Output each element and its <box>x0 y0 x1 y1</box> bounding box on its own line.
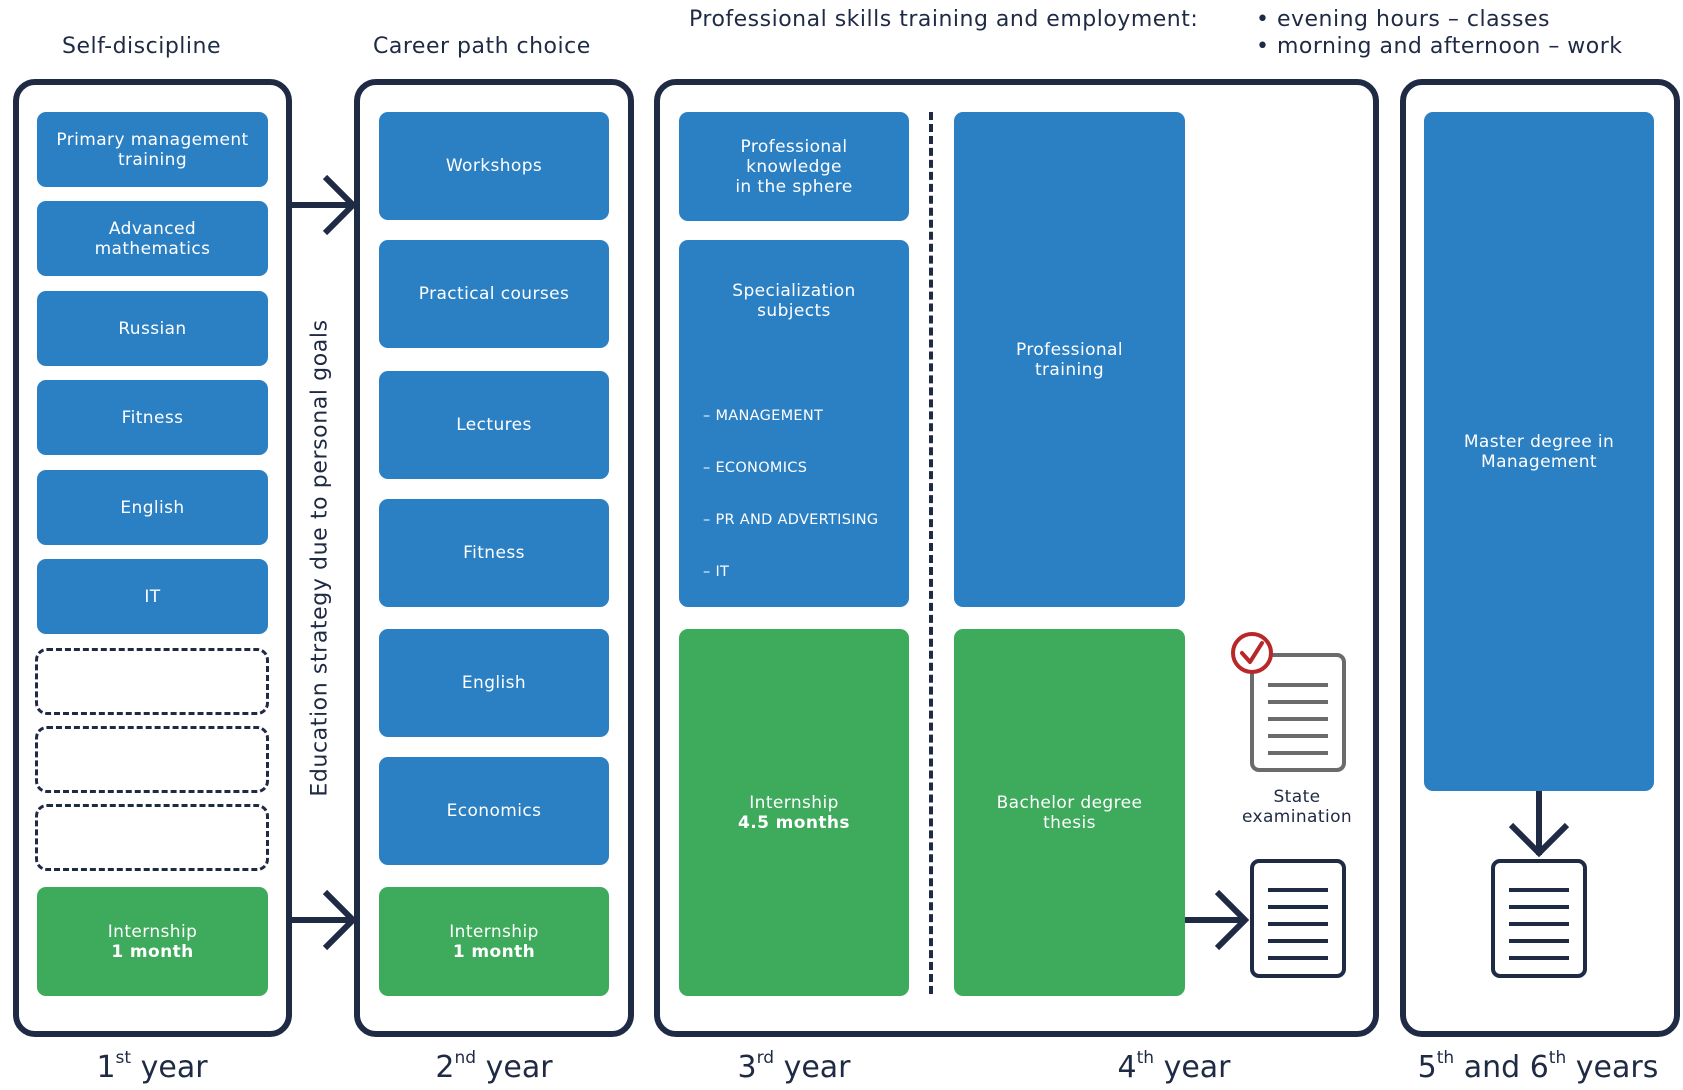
year3-internship-duration: 4.5 months <box>738 812 850 833</box>
year1-box-primary-management: Primary management training <box>37 112 268 187</box>
year3-internship-title: Internship <box>749 792 839 813</box>
specialization-item: – ECONOMICS <box>703 460 808 476</box>
year3-box-specialization: Specialization subjects – MANAGEMENT – E… <box>679 240 909 632</box>
column-title-professional-skills: Professional skills training and employm… <box>689 7 1199 32</box>
footer-year-4: 4th year <box>1117 1048 1231 1085</box>
year2-internship-duration: 1 month <box>452 941 536 962</box>
footer-year-1: 1st year <box>96 1048 208 1085</box>
arrow-right-icon <box>292 174 358 236</box>
specialization-item: – MANAGEMENT <box>703 408 824 424</box>
specialization-list: – MANAGEMENT – ECONOMICS – PR AND ADVERT… <box>703 386 878 666</box>
checkmark-icon <box>1231 632 1273 674</box>
column-title-self-discipline: Self-discipline <box>62 34 222 59</box>
specialization-item: – DESIGN <box>703 616 774 632</box>
year1-box-russian: Russian <box>37 291 268 366</box>
specialization-title: Specialization subjects <box>732 281 856 321</box>
specialization-item: – PR AND ADVERTISING <box>703 512 879 528</box>
year1-empty-slot <box>35 648 269 715</box>
year5-6-frame <box>1400 79 1680 1037</box>
footer-year-2: 2nd year <box>435 1048 553 1085</box>
year3-internship: Internship 4.5 months <box>679 629 909 996</box>
specialization-item: – IT <box>703 564 730 580</box>
footer-year-3: 3rd year <box>737 1048 851 1085</box>
bullet-evening-hours: • evening hours – classes <box>1256 7 1550 32</box>
year1-internship: Internship 1 month <box>37 887 268 996</box>
year2-box-economics: Economics <box>379 757 609 865</box>
bullet-morning-afternoon: • morning and afternoon – work <box>1256 34 1623 59</box>
year3-box-professional-knowledge: Professional knowledge in the sphere <box>679 112 909 221</box>
year2-internship-title: Internship <box>449 921 539 942</box>
year1-box-it: IT <box>37 559 268 634</box>
document-icon <box>1491 859 1587 978</box>
column-title-career-path: Career path choice <box>373 34 591 59</box>
year4-box-bachelor-thesis: Bachelor degree thesis <box>954 629 1185 996</box>
year2-box-lectures: Lectures <box>379 371 609 479</box>
year2-box-practical-courses: Practical courses <box>379 240 609 348</box>
document-icon <box>1250 859 1346 978</box>
year2-box-fitness: Fitness <box>379 499 609 607</box>
arrow-down-icon <box>1508 791 1570 858</box>
year1-internship-duration: 1 month <box>111 941 194 962</box>
year1-empty-slot <box>35 804 269 871</box>
document-icon <box>1250 653 1346 772</box>
state-examination-label: State examination <box>1241 787 1353 827</box>
arrow-right-icon <box>1185 889 1250 951</box>
footer-years-5-6: 5th and 6th years <box>1417 1048 1659 1085</box>
year1-box-fitness: Fitness <box>37 380 268 455</box>
year1-frame <box>13 79 292 1037</box>
year3-4-frame <box>654 79 1379 1037</box>
year1-internship-title: Internship <box>107 921 198 942</box>
arrow-right-icon <box>292 889 358 951</box>
year2-box-workshops: Workshops <box>379 112 609 220</box>
year1-box-english: English <box>37 470 268 545</box>
year4-box-professional-training: Professional training <box>954 112 1185 607</box>
year2-internship: Internship 1 month <box>379 887 609 996</box>
year56-box-master-degree: Master degree in Management <box>1424 112 1654 791</box>
year2-box-english: English <box>379 629 609 737</box>
year1-box-advanced-mathematics: Advanced mathematics <box>37 201 268 276</box>
year2-frame <box>354 79 634 1037</box>
year1-empty-slot <box>35 726 269 793</box>
year3-4-divider <box>929 112 933 994</box>
